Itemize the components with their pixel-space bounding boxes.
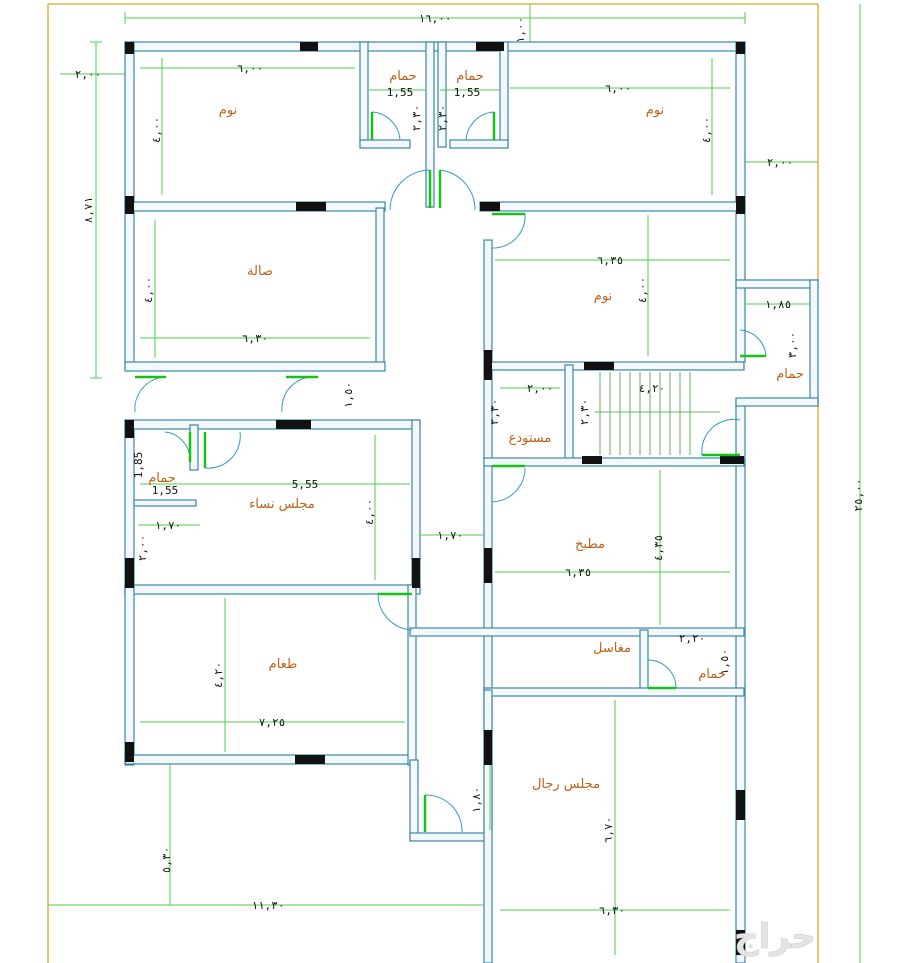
dim-kitchen-w: ٦,٣٥ [565,566,592,579]
room-label-dining: طعام [269,657,298,672]
dim-storage-d: ٢,٣٠ [488,399,501,426]
room-dimension-guides [138,58,810,955]
dim-bath3-d: ٣,٠٠ [786,332,799,359]
doors [134,111,767,833]
dim-bed-e-w: ٦,٣٥ [597,254,624,267]
dim-kitchen-d: ٤,٣٥ [652,535,665,562]
dim-bath1-w: 1,55 [387,86,414,99]
dim-bath4-d: 1,55 [152,484,179,497]
room-label-storage: مستودع [509,431,552,446]
dim-dining-d: ٤,٢٠ [212,662,225,689]
dim-overall-width: ١٦,٠٠ [418,12,451,25]
dim-total-depth: ٢٥,٠٠ [852,478,865,511]
dim-hall-d: ٤,٠٠ [142,277,155,304]
dim-dining-w: ٧,٢٥ [259,716,286,729]
room-label-hall: صالة [247,264,273,279]
room-label-men-majlis: مجلس رجال [532,777,600,792]
room-label-bed-ne: نوم [646,103,664,118]
room-label-wash: مغاسل [593,641,631,656]
plot-boundary [47,3,819,963]
dim-wash-w: ٢,٢٠ [679,632,706,645]
room-label-bath-1: حمام [389,69,417,84]
dim-front-width: ١١,٣٠ [251,899,284,912]
dim-entry-w: ١,٨٠ [470,787,483,814]
dim-men-d: ٦,٧٠ [602,817,615,844]
watermark-logo: حراج [734,917,816,958]
room-label-bath-2: حمام [456,69,484,84]
dimension-lines [48,4,861,963]
dim-bath1-d: ٢,٣٠ [410,105,423,132]
room-label-kitchen: مطبخ [575,537,605,552]
dim-men-w: ٦,٣٠ [599,904,626,917]
dim-women-d: ٤,٠٠ [363,499,376,526]
room-label-bath-4: حمام [148,471,176,486]
dim-wm-corr: ١,٧٠ [155,519,182,532]
room-label-women-majlis: مجلس نساء [249,497,315,512]
dim-stair-w: ٤,٢٠ [639,382,666,395]
room-label-bath-5: حمام [698,667,726,682]
dim-front-depth: ٥,٣٠ [160,847,173,874]
dim-hall-w: ٦,٣٠ [242,332,269,345]
dim-top-setback: ١,٠٠ [514,17,527,44]
dim-bath2-w: 1,55 [454,86,481,99]
dim-left-setback: ٢,٠٠ [75,68,102,81]
dim-bed-ne-w: ٦,٠٠ [605,82,632,95]
dim-left-depth: ٨,٧١ [82,197,95,224]
room-label-bed-nw: نوم [219,103,237,118]
dim-bath5-d: ١,٥٠ [718,649,731,676]
dim-bed-nw-w: ٦,٠٠ [237,62,264,75]
dim-bed-e-d: ٤,٠٠ [636,277,649,304]
watermark-text: حراج [734,917,816,957]
dimension-labels: ١٦,٠٠ ١,٠٠ ٢,٠٠ ٨,٧١ ٢,٠٠ ٢٥,٠٠ ١١,٣٠ ٥,… [75,12,865,917]
window-markers [125,42,745,955]
walls [124,41,819,963]
dim-bath4-w: 1,85 [132,452,145,479]
dim-corr-2: ١,٧٠ [437,529,464,542]
dim-women-w: 5,55 [292,478,319,491]
room-label-bed-e: نوم [594,289,612,304]
dim-bath3-w: ١,٨٥ [765,298,792,311]
dim-bed-nw-d: ٤,٠٠ [150,117,163,144]
dim-bath2-d: ٢,٣٠ [436,105,449,132]
dim-storage-w: ٢,٠٠ [527,382,554,395]
dim-stair-d: ٢,٣٠ [578,399,591,426]
dim-right-setback: ٢,٠٠ [767,156,794,169]
room-labels: نوم نوم حمام حمام صالة نوم حمام مستودع ح… [148,69,804,792]
dim-corr-1: ١,٥٠ [342,382,355,409]
room-label-bath-3: حمام [776,367,804,382]
dim-bed-ne-d: ٤,٠٠ [700,117,713,144]
staircase [595,372,720,455]
dim-wm-corr-d: ٢,٠٠ [136,535,149,562]
